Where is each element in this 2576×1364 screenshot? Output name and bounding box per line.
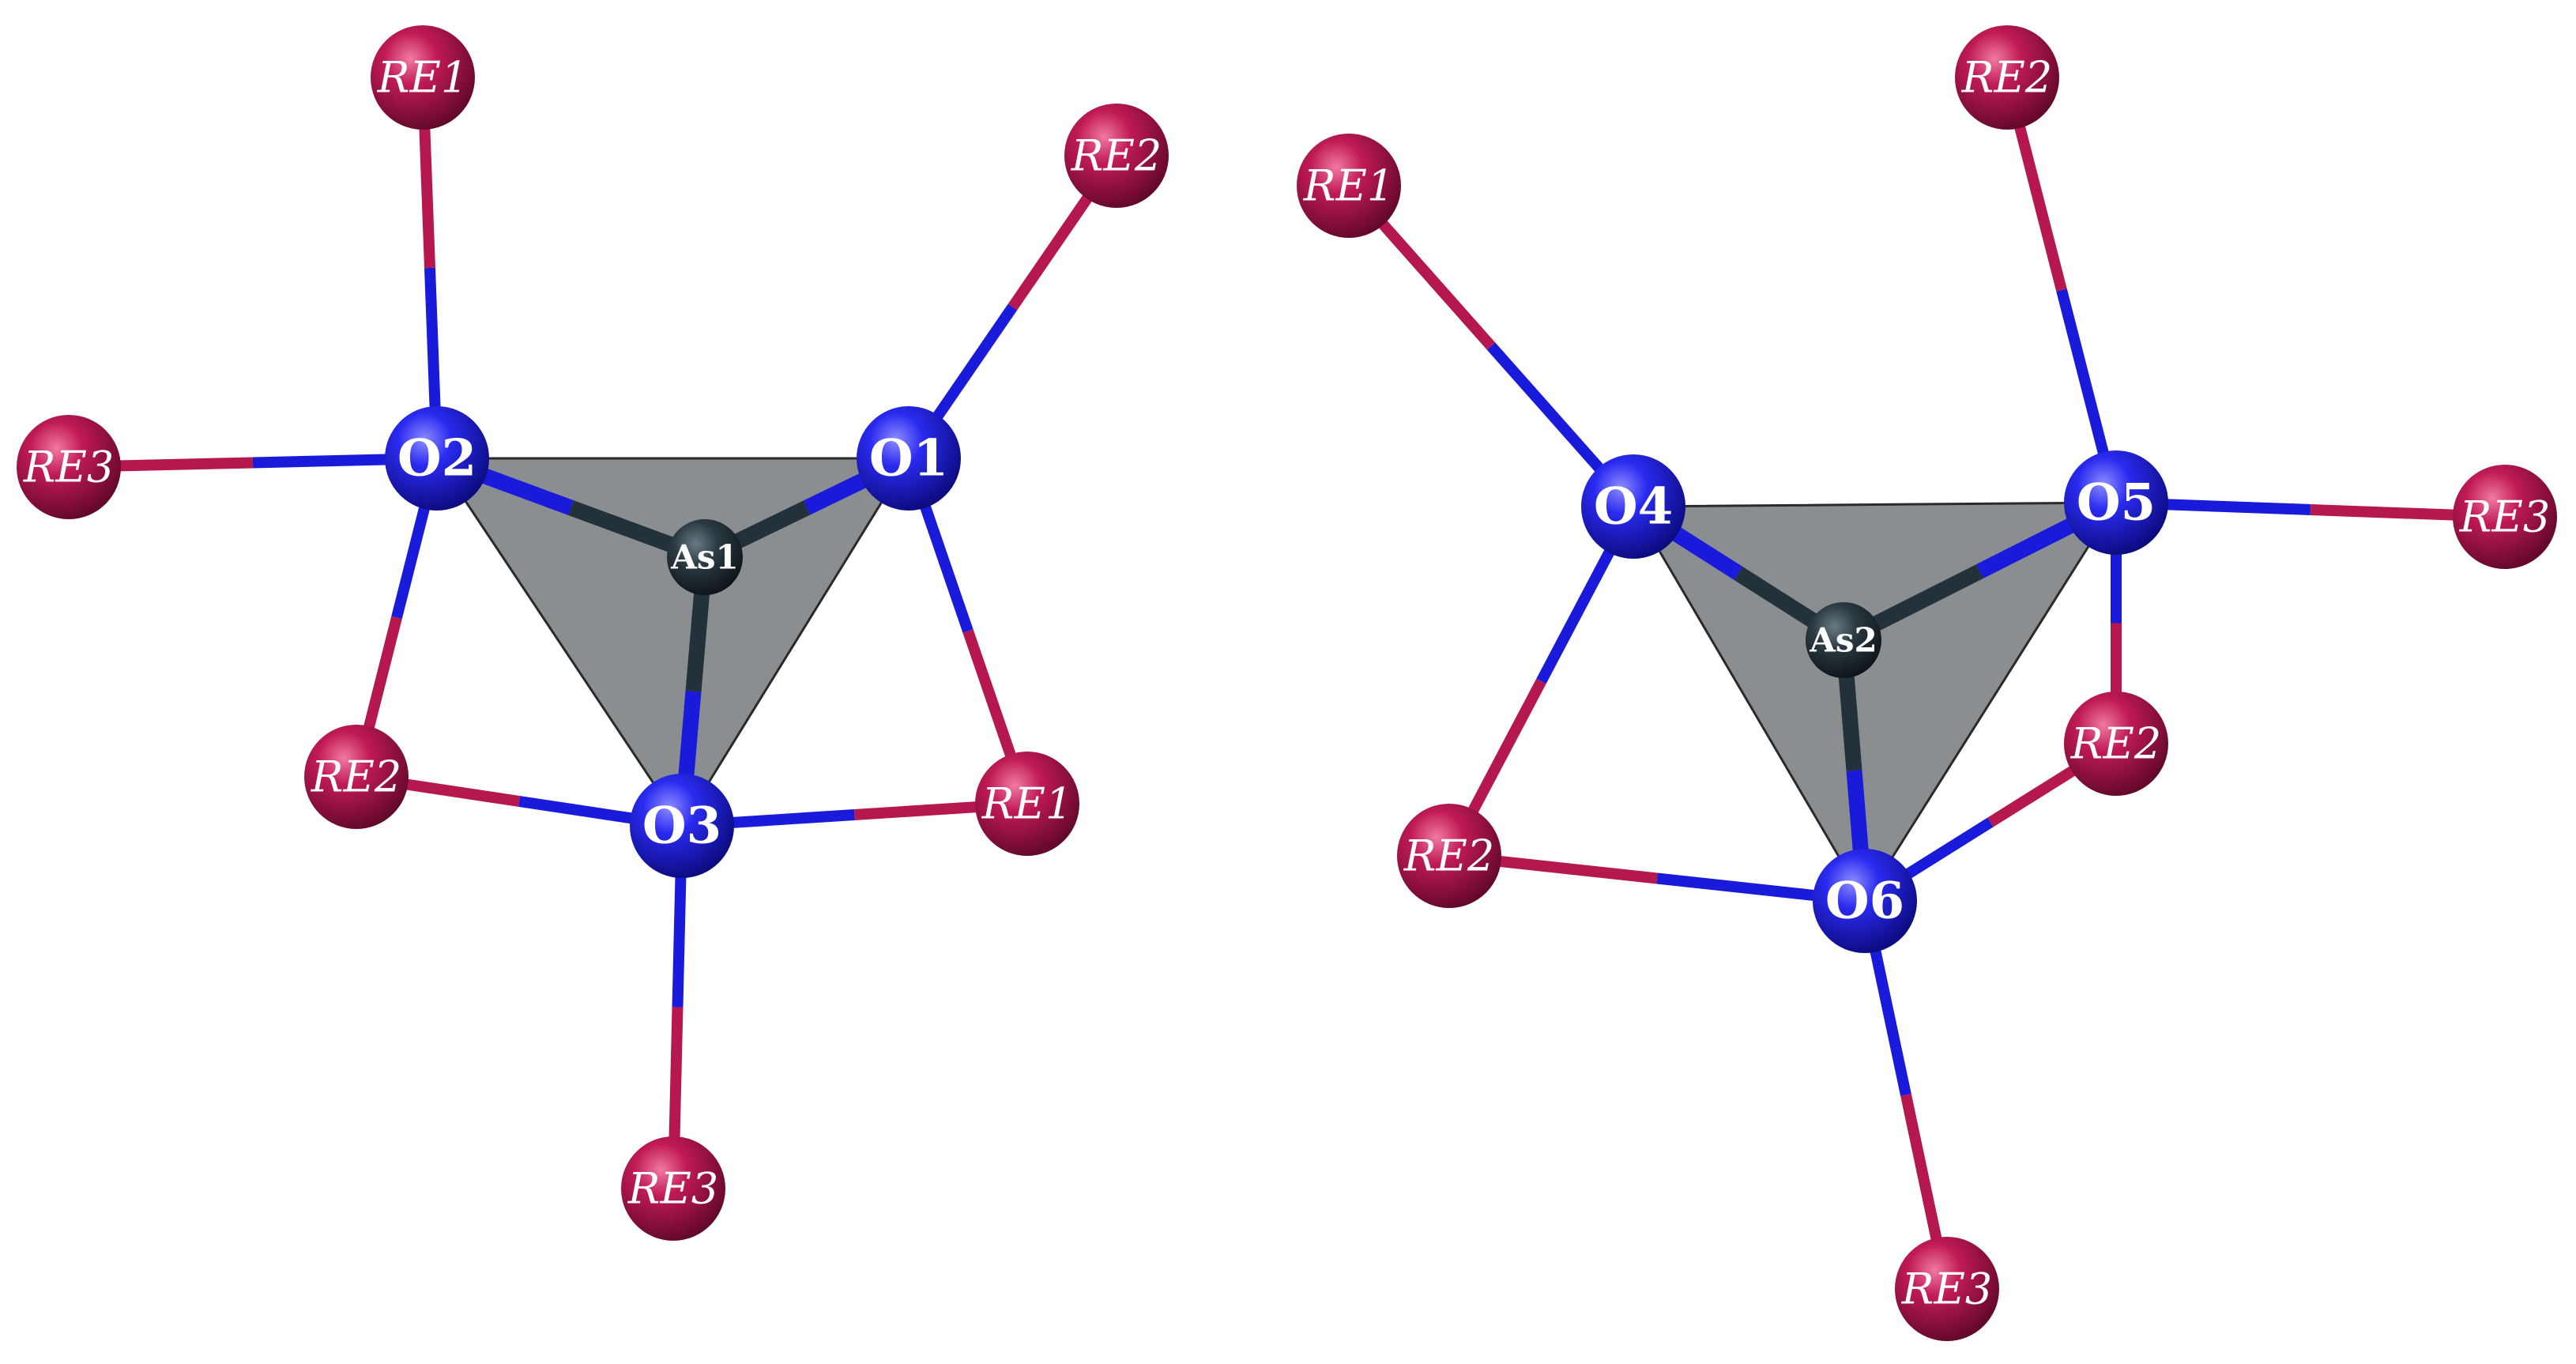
atom-label: As2 — [1809, 621, 1877, 660]
oxygen-sphere — [630, 774, 734, 878]
bond-o5-r_re2_top — [2002, 76, 2122, 504]
arsenic-sphere — [667, 519, 743, 595]
bond-o5-r_re3_right — [2115, 497, 2506, 522]
bond-o2-l_re1_top — [417, 77, 443, 459]
bond-o1-l_re2_top — [904, 153, 1121, 462]
atom-re1: RE1 — [975, 752, 1079, 856]
bonds-layer — [68, 76, 2506, 1291]
coordination-polyhedron-as2 — [1631, 501, 2118, 903]
atom-re2: RE2 — [1397, 804, 1501, 908]
atom-label: RE3 — [1901, 1264, 1992, 1314]
atom-o1: O1 — [857, 406, 961, 511]
atom-re3: RE3 — [1895, 1237, 1999, 1341]
bond-o6-r_re3_bottom — [1859, 899, 1953, 1291]
polyhedra-layer — [435, 457, 2118, 903]
atom-label: RE3 — [2459, 492, 2550, 542]
atom-label: As1 — [670, 538, 738, 577]
rare-earth-sphere — [975, 752, 1079, 856]
bond-o2-l_re3_left — [68, 453, 438, 473]
rare-earth-sphere — [1397, 804, 1501, 908]
rare-earth-sphere — [304, 725, 409, 829]
atom-label: O3 — [642, 797, 721, 856]
atom-o4: O4 — [1581, 454, 1685, 559]
atom-label: RE1 — [981, 779, 1072, 829]
atom-label: RE1 — [377, 53, 468, 103]
rare-earth-sphere — [621, 1136, 725, 1241]
atom-as2: As2 — [1806, 602, 1881, 678]
atom-label: O2 — [397, 429, 476, 488]
atom-label: RE2 — [1961, 53, 2052, 103]
atom-re3: RE3 — [621, 1136, 725, 1241]
atom-o3: O3 — [630, 774, 734, 878]
atom-label: RE2 — [2070, 719, 2161, 769]
oxygen-sphere — [1581, 454, 1685, 559]
atom-label: RE2 — [311, 752, 401, 802]
coordination-polyhedron-as1 — [435, 457, 911, 828]
bond-o4-r_re1_top — [1344, 182, 1638, 511]
atom-o6: O6 — [1813, 849, 1917, 953]
bond-o1-l_re1_right — [903, 456, 1033, 806]
atom-re2: RE2 — [1955, 25, 2059, 130]
atom-label: RE2 — [1403, 831, 1494, 881]
oxygen-sphere — [385, 406, 489, 511]
atom-label: O6 — [1825, 872, 1904, 931]
bond-o3-l_re3_bottom — [668, 825, 687, 1189]
atom-label: RE3 — [627, 1164, 718, 1214]
atom-label: O4 — [1594, 477, 1673, 537]
rare-earth-sphere — [2064, 691, 2168, 796]
oxygen-sphere — [1813, 849, 1917, 953]
rare-earth-sphere — [1064, 104, 1169, 208]
bond-o6-r_re2_left — [1448, 850, 1866, 906]
rare-earth-sphere — [17, 415, 121, 519]
atom-as1: As1 — [667, 519, 743, 595]
atom-re2: RE2 — [1064, 104, 1169, 208]
oxygen-sphere — [2064, 450, 2168, 555]
atom-re1: RE1 — [1297, 134, 1401, 238]
atom-re2: RE2 — [2064, 691, 2168, 796]
atom-label: RE1 — [1303, 161, 1394, 211]
rare-earth-sphere — [2453, 465, 2557, 569]
atom-re3: RE3 — [2453, 465, 2557, 569]
atom-re1: RE1 — [371, 25, 475, 130]
oxygen-sphere — [857, 406, 961, 511]
rare-earth-sphere — [1297, 134, 1401, 238]
rare-earth-sphere — [1955, 25, 2059, 130]
atom-label: RE3 — [23, 443, 114, 492]
atom-re2: RE2 — [304, 725, 409, 829]
atom-o2: O2 — [385, 406, 489, 511]
arsenic-sphere — [1806, 602, 1881, 678]
atom-re3: RE3 — [17, 415, 121, 519]
atom-label: O5 — [2077, 473, 2156, 533]
rare-earth-sphere — [1895, 1237, 1999, 1341]
atom-o5: O5 — [2064, 450, 2168, 555]
atom-label: O1 — [869, 429, 948, 488]
atom-label: RE2 — [1071, 131, 1162, 181]
rare-earth-sphere — [371, 25, 475, 130]
bond-o4-r_re2_left — [1444, 503, 1639, 859]
